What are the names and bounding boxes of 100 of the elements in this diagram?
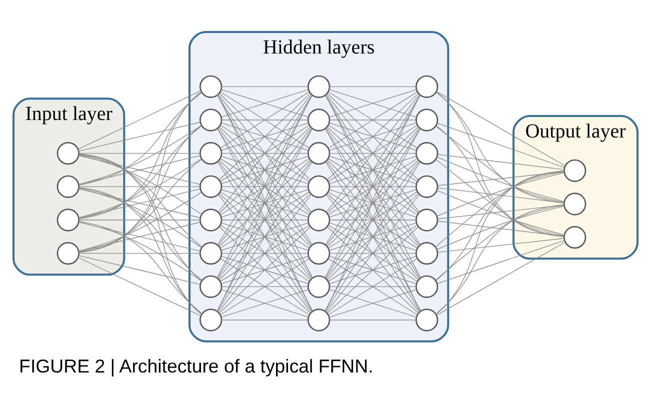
connector <box>220 192 310 248</box>
node-circle <box>416 75 438 98</box>
connector <box>78 125 202 185</box>
connector <box>436 122 565 168</box>
node-circle <box>200 108 222 132</box>
node-circle <box>416 142 438 165</box>
node-circle <box>308 108 330 132</box>
connector <box>329 86 416 87</box>
node-circle <box>564 192 586 216</box>
connector <box>325 162 420 312</box>
node-circle <box>416 175 438 198</box>
node-circle <box>200 275 222 298</box>
connector <box>436 206 564 250</box>
connector <box>436 170 564 314</box>
node-circle <box>308 175 330 198</box>
connector <box>78 255 200 285</box>
connector <box>329 153 416 154</box>
connector <box>436 204 564 314</box>
connector <box>78 153 200 154</box>
connector <box>437 171 564 186</box>
node-circle <box>564 159 586 182</box>
connector <box>328 222 417 251</box>
connector <box>78 186 200 187</box>
connector <box>220 256 309 284</box>
node-circle <box>308 275 330 298</box>
connector <box>329 286 416 287</box>
connector <box>436 92 564 238</box>
connector <box>78 188 200 218</box>
connector <box>220 89 309 118</box>
connector <box>220 156 309 184</box>
node-circle <box>200 308 222 332</box>
connector <box>328 289 417 318</box>
connector <box>221 186 308 187</box>
connector <box>221 286 308 287</box>
node-circle <box>416 275 438 298</box>
connector <box>78 92 202 220</box>
node-circle <box>416 108 438 132</box>
connector <box>78 90 202 150</box>
connector <box>328 256 417 284</box>
node-circle <box>200 175 222 198</box>
connector <box>329 253 416 254</box>
connector <box>437 204 564 220</box>
connector <box>78 92 202 186</box>
connector <box>329 186 416 187</box>
connector <box>328 92 418 148</box>
connector <box>218 160 312 280</box>
connector <box>328 189 417 218</box>
connector <box>78 125 202 253</box>
connector <box>436 190 564 236</box>
connector <box>436 126 564 237</box>
connector <box>437 154 564 170</box>
connector <box>436 126 564 203</box>
connector <box>78 187 202 314</box>
node-circle <box>200 142 222 165</box>
connector <box>78 154 202 282</box>
cluster: Hidden layers <box>188 31 450 342</box>
connector <box>221 253 308 254</box>
connector <box>78 253 200 254</box>
connector <box>437 220 564 237</box>
node-circle <box>200 242 222 265</box>
connector <box>436 92 564 204</box>
connector <box>328 89 417 118</box>
connector <box>437 238 564 253</box>
connector <box>436 156 564 202</box>
connector <box>435 204 564 280</box>
connector <box>437 187 564 204</box>
connector <box>220 289 309 318</box>
node-circle <box>200 75 222 98</box>
connector <box>220 122 309 151</box>
connector <box>78 220 202 314</box>
connector <box>436 171 564 281</box>
connector <box>435 172 564 248</box>
caption: FIGURE 2 | Architecture of a typical FFNN. <box>19 355 374 376</box>
connector <box>78 154 202 315</box>
node-circle <box>56 142 80 165</box>
connector <box>78 188 202 281</box>
connector <box>436 91 566 166</box>
node-circle <box>416 242 438 265</box>
connector <box>217 128 312 278</box>
node-circle <box>416 308 438 332</box>
node-circle <box>308 242 330 265</box>
node-circle <box>56 242 80 265</box>
node-circle <box>308 75 330 98</box>
connector <box>220 222 309 251</box>
connector <box>78 222 202 282</box>
connector <box>78 126 202 219</box>
node-circle <box>564 226 586 249</box>
node-circle <box>56 175 80 198</box>
connector <box>220 92 310 148</box>
connector <box>328 122 417 151</box>
connector <box>78 222 200 252</box>
connector <box>78 257 202 316</box>
cluster: Output layer <box>512 115 638 260</box>
cluster: Input layer <box>12 98 126 276</box>
connector <box>78 122 200 152</box>
connector <box>328 156 417 184</box>
node-circle <box>308 208 330 232</box>
node-circle <box>308 308 330 332</box>
connector <box>217 162 312 312</box>
connector <box>220 189 309 218</box>
